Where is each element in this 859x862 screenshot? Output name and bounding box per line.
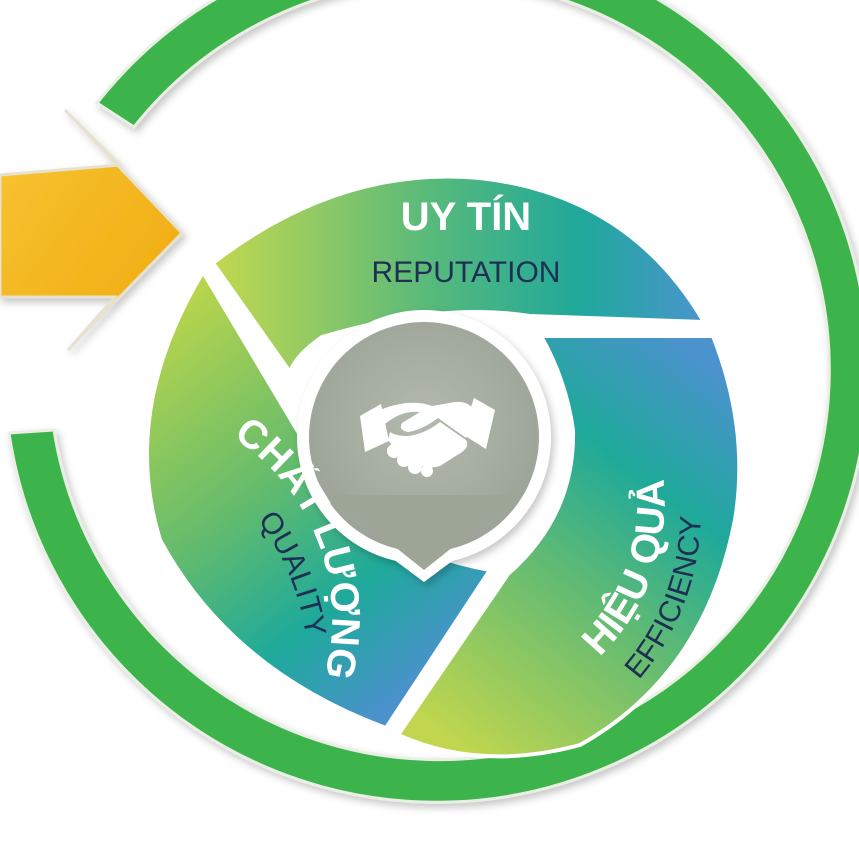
- segment-efficiency: [395, 334, 742, 759]
- arrow-icon: [0, 108, 185, 352]
- cycle-ring: [7, 0, 859, 804]
- center-badge: [297, 310, 551, 582]
- reputation-title: UY TÍN: [401, 194, 531, 239]
- reputation-subtitle: REPUTATION: [372, 256, 561, 289]
- handshake-icon: [360, 398, 495, 477]
- segment-reputation: [210, 174, 708, 377]
